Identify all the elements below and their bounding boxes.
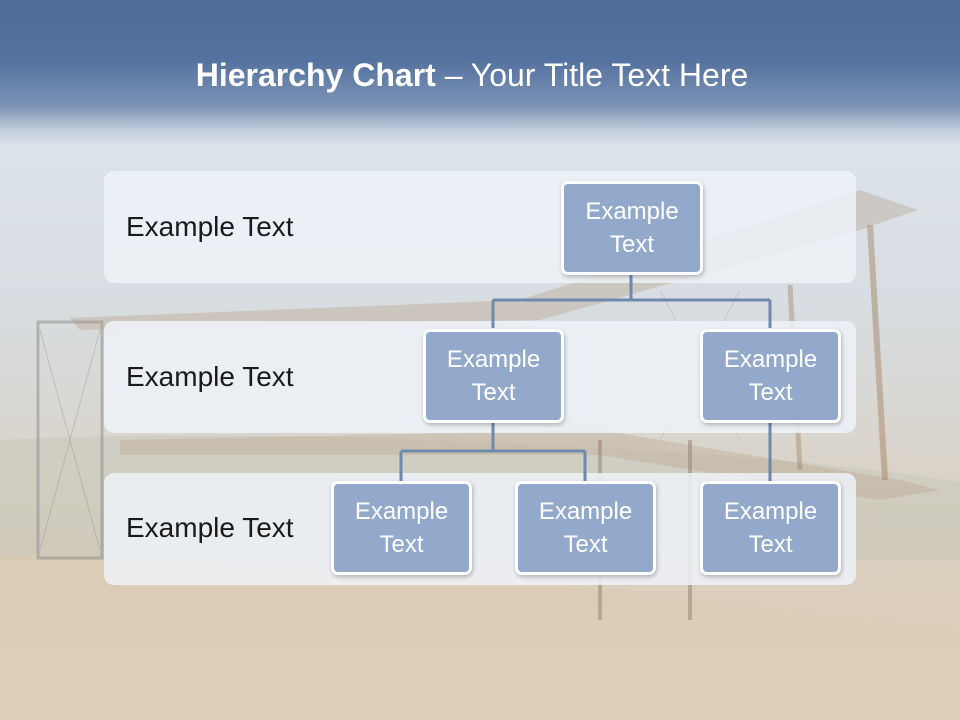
title-band	[0, 0, 960, 146]
node-leaf-2[interactable]: Example Text	[515, 481, 656, 575]
slide-title: Hierarchy Chart – Your Title Text Here	[0, 55, 944, 95]
title-rest: – Your Title Text Here	[435, 57, 749, 93]
node-mid-right-label: Example Text	[723, 346, 818, 406]
title-bold: Hierarchy Chart	[195, 57, 436, 93]
node-root-label: Example Text	[585, 198, 679, 258]
background-tower	[36, 320, 104, 560]
node-mid-left-label: Example Text	[446, 346, 541, 406]
node-leaf-2-label: Example Text	[538, 498, 633, 558]
node-leaf-3-label: Example Text	[723, 498, 818, 558]
level-label-1: Example Text	[126, 211, 294, 242]
level-band-1	[104, 171, 856, 283]
node-mid-left[interactable]: Example Text	[423, 329, 564, 423]
background-ground	[0, 555, 960, 720]
node-leaf-1[interactable]: Example Text	[331, 481, 472, 575]
level-label-3: Example Text	[126, 512, 294, 543]
node-mid-right[interactable]: Example Text	[700, 329, 841, 423]
node-root[interactable]: Example Text	[561, 181, 703, 275]
node-leaf-3[interactable]: Example Text	[700, 481, 841, 575]
level-label-2: Example Text	[126, 361, 294, 392]
node-leaf-1-label: Example Text	[354, 498, 449, 558]
